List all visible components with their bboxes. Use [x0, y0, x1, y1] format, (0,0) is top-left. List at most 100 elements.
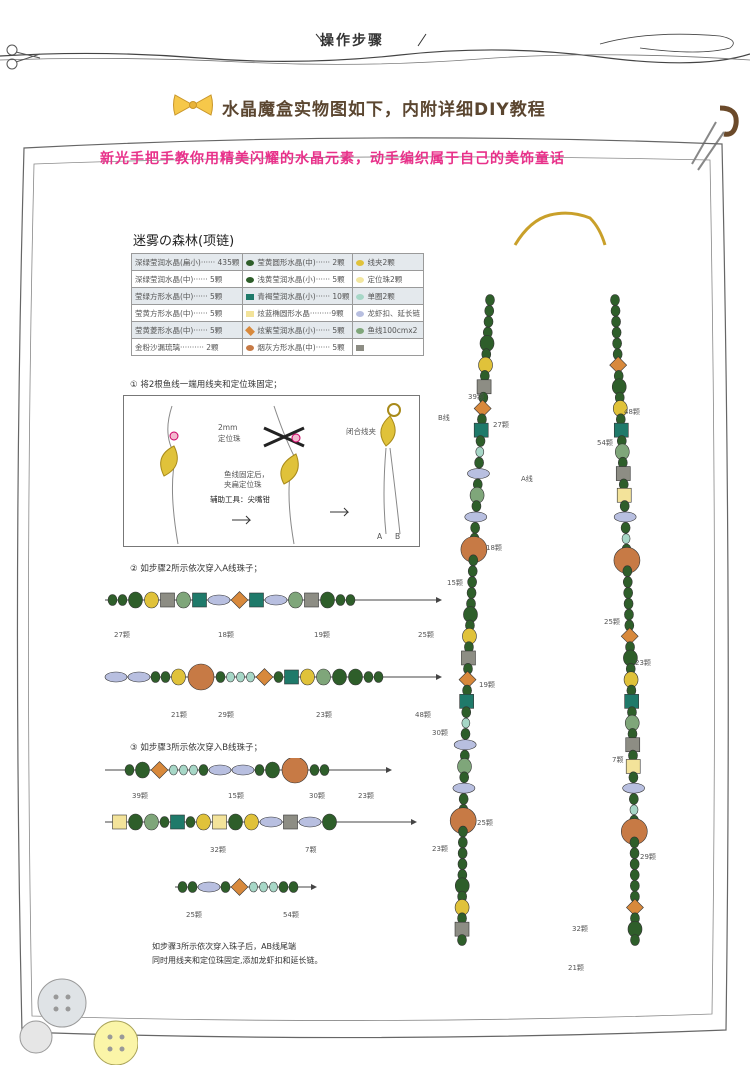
table-row: 莹黄方形水晶(中)······ 5颗 炫蓝椭圆形水晶·········9颗 龙虾…: [130, 304, 424, 322]
bead: [220, 881, 231, 893]
step-3-row-1: [105, 758, 392, 784]
material-cell: 深绿莹润水晶(中)······ 5颗: [130, 270, 244, 288]
materials-table: 深绿莹润水晶(扁小)······ 435颗 莹黄圆形水晶(中)······ 2颗…: [130, 253, 424, 356]
material-cell: 炫蓝椭圆形水晶·········9颗: [257, 308, 344, 318]
bead: [468, 554, 479, 567]
count-label: 27颗: [114, 631, 130, 639]
count-label: 25颗: [418, 631, 434, 639]
material-cell: 鱼线100cmx2: [367, 325, 418, 335]
bead: [198, 764, 209, 776]
bead: [269, 881, 278, 893]
bead: [373, 671, 384, 683]
a-line-label: A线: [521, 475, 533, 483]
bead: [467, 565, 478, 577]
bead: [473, 399, 492, 418]
chain-icon: [513, 211, 607, 246]
necklace-count: 30颗: [432, 729, 448, 737]
step-1-text: ① 将2根鱼线一端用线夹和定位珠固定；: [130, 380, 282, 390]
bead: [625, 759, 641, 774]
count-label: 48颗: [415, 711, 431, 719]
bead: [124, 764, 135, 776]
material-cell: 莹黄方形水晶(中)······ 5颗: [130, 304, 244, 322]
bead: [127, 671, 151, 683]
count-label: 54颗: [283, 911, 299, 919]
bead: [467, 576, 477, 588]
bead: [207, 594, 231, 606]
bead: [228, 813, 243, 831]
footnote-line: 同时用线夹和定位珠固定,添加龙虾扣和延长链。: [152, 956, 323, 965]
bead: [630, 879, 640, 892]
bead: [345, 594, 356, 606]
label-close-clamp: 闭合线夹: [346, 427, 376, 436]
bead: [484, 305, 495, 317]
bead: [458, 793, 469, 805]
necklace-count: 7颗: [612, 756, 624, 764]
step-3-row-2: [105, 813, 417, 831]
bead: [104, 671, 128, 683]
bead: [144, 813, 159, 831]
bead: [452, 782, 476, 794]
material-cell: 浅黄莹润水晶(小)······ 5颗: [257, 274, 345, 284]
bead: [197, 881, 221, 893]
bead: [475, 435, 486, 447]
bead: [215, 671, 226, 683]
bead: [150, 671, 161, 683]
necklace-count: 15颗: [447, 579, 463, 587]
bead: [170, 814, 185, 830]
material-cell: 莹绿方形水晶(中)······ 5颗: [130, 287, 244, 305]
bead: [459, 694, 474, 709]
necklace-count: 32颗: [572, 925, 588, 933]
bead: [471, 500, 482, 512]
material-cell: 莹黄圆形水晶(中)······ 2颗: [257, 257, 345, 267]
bead: [189, 764, 198, 776]
bead: [464, 511, 488, 523]
bead: [457, 847, 468, 860]
label-a: A: [377, 532, 383, 541]
bead: [623, 587, 633, 599]
bead: [475, 446, 485, 458]
count-label: 18颗: [218, 631, 234, 639]
bead: [255, 668, 274, 686]
bead: [629, 847, 640, 860]
bead: [348, 668, 363, 686]
table-row: 莹黄菱形水晶(中)······ 5颗 炫紫莹润水晶(小)······ 5颗 鱼线…: [130, 321, 424, 339]
bead: [196, 813, 211, 831]
bead: [160, 671, 171, 683]
bead: [629, 836, 640, 849]
bead: [144, 591, 159, 609]
bead: [457, 934, 467, 946]
bead: [304, 592, 319, 608]
bead: [363, 671, 374, 683]
table-row: 金粉沙漏琉璃·········· 2颗 烟灰方形水晶(中)······ 5颗: [130, 338, 424, 356]
bead: [616, 487, 632, 503]
material-cell: 烟灰方形水晶(中)······ 5颗: [257, 342, 345, 352]
bead: [322, 813, 337, 831]
step-2-row-1: [105, 591, 442, 609]
material-cell: 龙虾扣、延长链: [367, 308, 420, 318]
necklace-count: 25颗: [604, 618, 620, 626]
footnote: 如步骤3所示依次穿入珠子后，AB线尾端 同时用线夹和定位珠固定,添加龙虾扣和延长…: [152, 940, 323, 968]
bead: [612, 337, 622, 350]
intro-subtitle: 新光手把手教你用精美闪耀的水晶元素，动手编织属于自己的美饰童话: [100, 151, 565, 167]
bead: [630, 934, 640, 946]
bead: [458, 670, 477, 689]
bead: [316, 668, 331, 686]
bead: [159, 816, 170, 828]
bead: [611, 326, 622, 339]
table-row: 深绿莹润水晶(扁小)······ 435颗 莹黄圆形水晶(中)······ 2颗…: [130, 253, 424, 271]
bead: [249, 592, 264, 608]
bead: [629, 804, 639, 816]
bead: [236, 671, 245, 683]
bead: [135, 761, 150, 779]
bead: [107, 594, 118, 606]
count-label: 39颗: [132, 792, 148, 800]
label-tool: 辅助工具：尖嘴钳: [210, 495, 270, 504]
bead: [212, 814, 227, 830]
bead: [461, 717, 471, 729]
bead: [273, 671, 284, 683]
count-label: 29颗: [218, 711, 234, 719]
bead: [610, 294, 620, 306]
count-label: 25颗: [186, 911, 202, 919]
label-b: B: [395, 532, 401, 541]
bead: [619, 500, 630, 512]
